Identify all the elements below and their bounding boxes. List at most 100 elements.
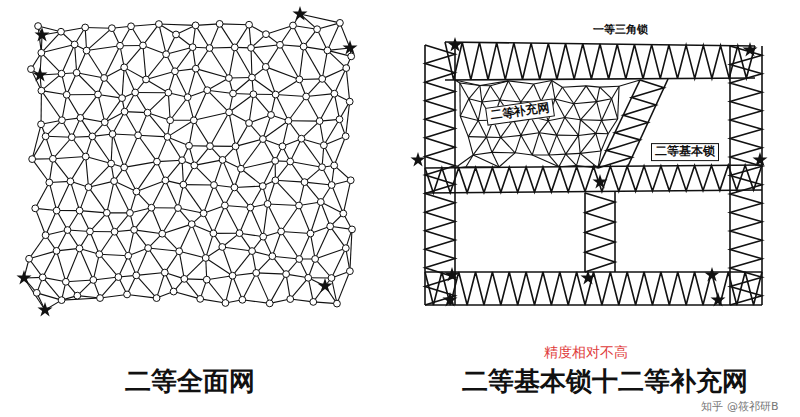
mesh-side — [602, 120, 609, 133]
triangle-chain — [445, 42, 755, 80]
mesh-side — [330, 226, 346, 248]
mesh-side — [600, 87, 612, 99]
station-circle — [58, 70, 65, 77]
mesh-side — [134, 230, 162, 234]
mesh-side — [99, 254, 118, 277]
mesh-side — [281, 231, 310, 233]
mesh-side — [114, 181, 130, 213]
mesh-side — [586, 86, 600, 87]
control-star — [752, 152, 767, 166]
station-circle — [216, 20, 223, 27]
mesh-side — [532, 154, 549, 155]
mesh-side — [580, 133, 596, 153]
mesh-side — [301, 139, 322, 168]
station-circle — [73, 69, 80, 76]
mesh-side — [521, 133, 539, 136]
station-circle — [204, 87, 211, 94]
station-circle — [301, 179, 308, 186]
mesh-side — [41, 91, 62, 121]
mesh-side — [67, 94, 98, 95]
station-circle — [83, 47, 90, 54]
control-star — [342, 40, 357, 54]
mesh-side — [460, 116, 468, 137]
chain-line — [761, 46, 763, 305]
station-circle — [259, 183, 266, 190]
mesh-side — [179, 251, 184, 279]
mesh-side — [235, 25, 249, 48]
mesh-side — [321, 202, 330, 226]
station-circle — [111, 228, 118, 235]
mesh-side — [288, 96, 306, 120]
mesh-side — [179, 251, 206, 258]
station-circle — [249, 74, 256, 81]
station-circle — [172, 68, 179, 75]
station-circle — [124, 291, 131, 298]
mesh-side — [515, 153, 532, 155]
control-star — [292, 6, 307, 20]
mesh-side — [350, 229, 352, 271]
station-circle — [97, 295, 104, 302]
station-circle — [46, 179, 53, 186]
mesh-side — [143, 24, 159, 45]
mesh-side — [66, 280, 93, 282]
station-circle — [334, 300, 341, 307]
station-circle — [312, 256, 319, 263]
mesh-side — [565, 117, 579, 135]
station-circle — [328, 182, 335, 189]
mesh-side — [290, 162, 322, 168]
station-circle — [192, 65, 199, 72]
mesh-side — [268, 204, 299, 206]
chain-line — [614, 192, 616, 272]
mesh-side — [332, 185, 344, 214]
station-circle — [76, 245, 83, 252]
mesh-side — [77, 73, 104, 78]
station-circle — [327, 223, 334, 230]
station-circle — [82, 24, 89, 31]
mesh-side — [501, 137, 515, 152]
station-circle — [259, 136, 266, 143]
station-circle — [167, 117, 174, 124]
station-circle — [303, 93, 310, 100]
station-circle — [336, 116, 343, 123]
mesh-side — [174, 292, 201, 299]
mesh-side — [548, 121, 556, 135]
station-circle — [340, 210, 347, 217]
mesh-side — [596, 133, 601, 151]
mesh-side — [207, 280, 226, 303]
mesh-side — [468, 136, 486, 138]
station-circle — [28, 66, 35, 73]
station-circle — [200, 210, 207, 217]
station-circle — [109, 131, 116, 138]
mesh-side — [460, 116, 478, 121]
mesh-side — [565, 117, 581, 119]
station-circle — [63, 91, 70, 98]
station-circle — [132, 89, 139, 96]
mesh-side — [469, 99, 478, 121]
mesh-side — [168, 93, 170, 121]
mesh-side — [324, 119, 340, 145]
control-star — [317, 278, 332, 292]
mesh-side — [492, 152, 515, 154]
mesh-side — [234, 186, 262, 187]
station-circle — [346, 268, 353, 275]
mesh-side — [515, 135, 521, 152]
mesh-side — [62, 44, 75, 73]
mesh-side — [300, 14, 340, 23]
station-circle — [221, 202, 228, 209]
mesh-side — [459, 83, 460, 116]
station-circle — [74, 292, 81, 299]
mesh-side — [549, 135, 557, 155]
mesh-side — [281, 231, 299, 259]
station-circle — [186, 142, 193, 149]
mesh-side — [580, 151, 601, 153]
mesh-side — [574, 102, 597, 104]
mesh-side — [87, 28, 112, 50]
mesh-side — [492, 137, 501, 152]
mesh-side — [104, 46, 120, 78]
station-circle — [82, 153, 89, 160]
station-circle — [285, 117, 292, 124]
station-circle — [225, 75, 232, 82]
control-star — [16, 270, 31, 284]
mesh-side — [80, 211, 107, 213]
station-circle — [180, 181, 187, 188]
